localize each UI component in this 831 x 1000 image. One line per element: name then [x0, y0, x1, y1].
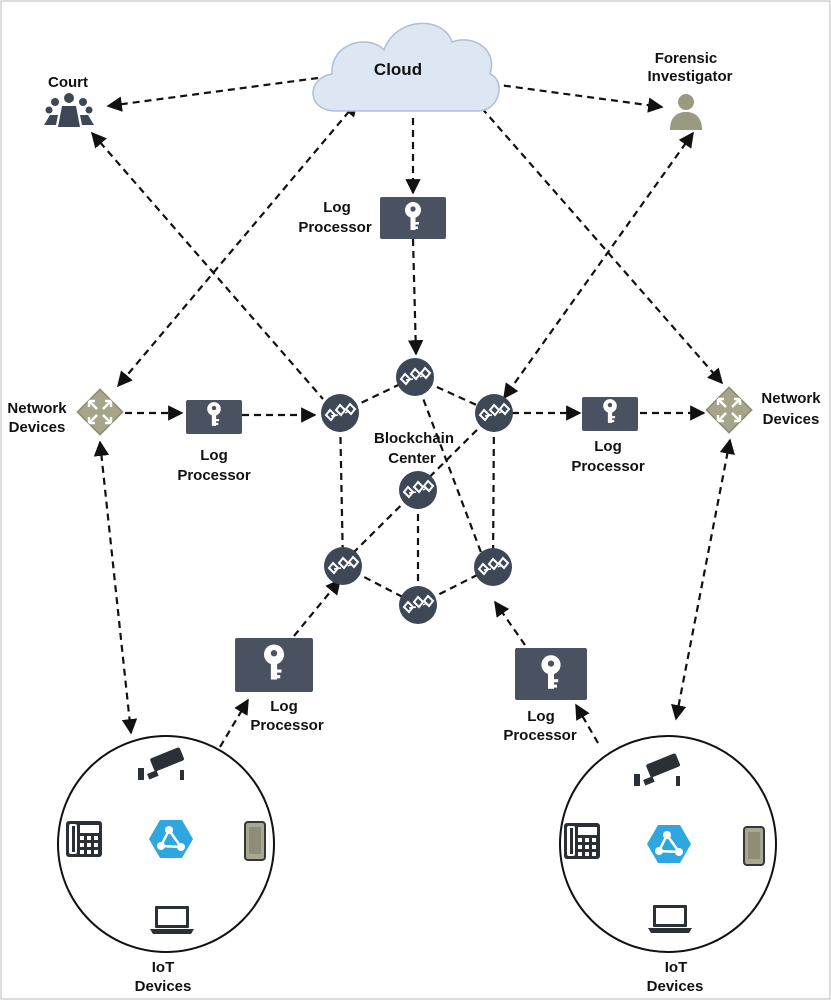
network-devices-left: Network Devices — [7, 388, 124, 436]
edge-processor-top-node — [407, 238, 424, 356]
laptop-icon — [150, 906, 194, 934]
edge-bottom-left-processor-node — [293, 578, 341, 637]
edge-iot-bottom-right-processor — [575, 703, 599, 744]
log-processor-bottom-right-line2: Processor — [503, 727, 577, 744]
investigator-label-line1: Forensic — [655, 50, 718, 67]
network-right-line1: Network — [761, 390, 821, 407]
log-processor-left-line1: Log — [200, 447, 228, 464]
desk-phone-icon — [564, 823, 600, 859]
log-processor-right-line1: Log — [594, 438, 622, 455]
network-right-line2: Devices — [763, 411, 820, 428]
iot-right-line1: IoT — [665, 959, 688, 976]
edge-left-network-iot — [93, 440, 138, 735]
log-processor-bottom-left: Log Processor — [235, 638, 324, 734]
iot-left-line1: IoT — [152, 959, 175, 976]
log-processor-left-line2: Processor — [177, 467, 251, 484]
log-processor-top: Log Processor — [298, 197, 446, 239]
edge-right-network-iot — [671, 438, 735, 721]
cloud-label: Cloud — [374, 60, 422, 79]
iot-devices-right: IoT Devices — [559, 735, 777, 995]
tablet-icon — [244, 821, 266, 861]
edge-bottom-right-processor-node — [494, 600, 526, 646]
blockchain-node-icon — [395, 357, 435, 397]
log-processor-bottom-right: Log Processor — [503, 648, 587, 744]
edge-cloud-investigator — [491, 82, 664, 113]
edge-cloud-right-network — [464, 88, 724, 385]
laptop-icon — [648, 905, 692, 933]
log-processor-top-line2: Processor — [298, 219, 372, 236]
log-processor-top-line1: Log — [323, 199, 351, 216]
log-processor-right-line2: Processor — [571, 458, 645, 475]
court: Court — [44, 74, 94, 127]
edge-investigator-blockchain — [503, 131, 694, 400]
blockchain-node-icon — [320, 393, 360, 433]
desk-phone-icon — [66, 821, 102, 857]
people-meeting-icon — [44, 93, 94, 127]
blockchain-node-icon — [473, 547, 513, 587]
user-icon — [670, 94, 702, 130]
edge-cloud-left-network — [117, 100, 358, 388]
forensic-investigator: Forensic Investigator — [647, 50, 733, 130]
network-left-line1: Network — [7, 400, 67, 417]
log-processor-bottom-left-line2: Processor — [250, 717, 324, 734]
tablet-icon — [743, 826, 765, 866]
investigator-label-line2: Investigator — [647, 68, 732, 85]
blockchain-node-icon — [474, 393, 514, 433]
blockchain-label-line2: Center — [388, 450, 436, 467]
blockchain-node-icon — [398, 585, 438, 625]
edge-cloud-court — [106, 76, 319, 112]
log-processor-bottom-right-line1: Log — [527, 708, 555, 725]
blockchain-node-icon — [398, 470, 438, 510]
router-icon — [705, 386, 753, 434]
network-left-line2: Devices — [9, 419, 66, 436]
court-label: Court — [48, 74, 88, 91]
edge-iot-bottom-left-processor — [219, 698, 249, 748]
iot-devices-left: IoT Devices — [57, 735, 275, 995]
iot-left-line2: Devices — [135, 978, 192, 995]
log-processor-left: Log Processor — [177, 400, 251, 484]
blockchain-label-line1: Blockchain — [374, 430, 454, 447]
router-icon — [76, 388, 124, 436]
blockchain-node-icon — [323, 546, 363, 586]
cloud: Cloud — [312, 22, 500, 112]
log-processor-bottom-left-line1: Log — [270, 698, 298, 715]
network-devices-right: Network Devices — [705, 386, 821, 434]
blockchain-center: Blockchain Center — [320, 357, 514, 625]
edge-court-blockchain — [90, 131, 324, 400]
log-processor-right: Log Processor — [571, 397, 645, 475]
iot-right-line2: Devices — [647, 978, 704, 995]
